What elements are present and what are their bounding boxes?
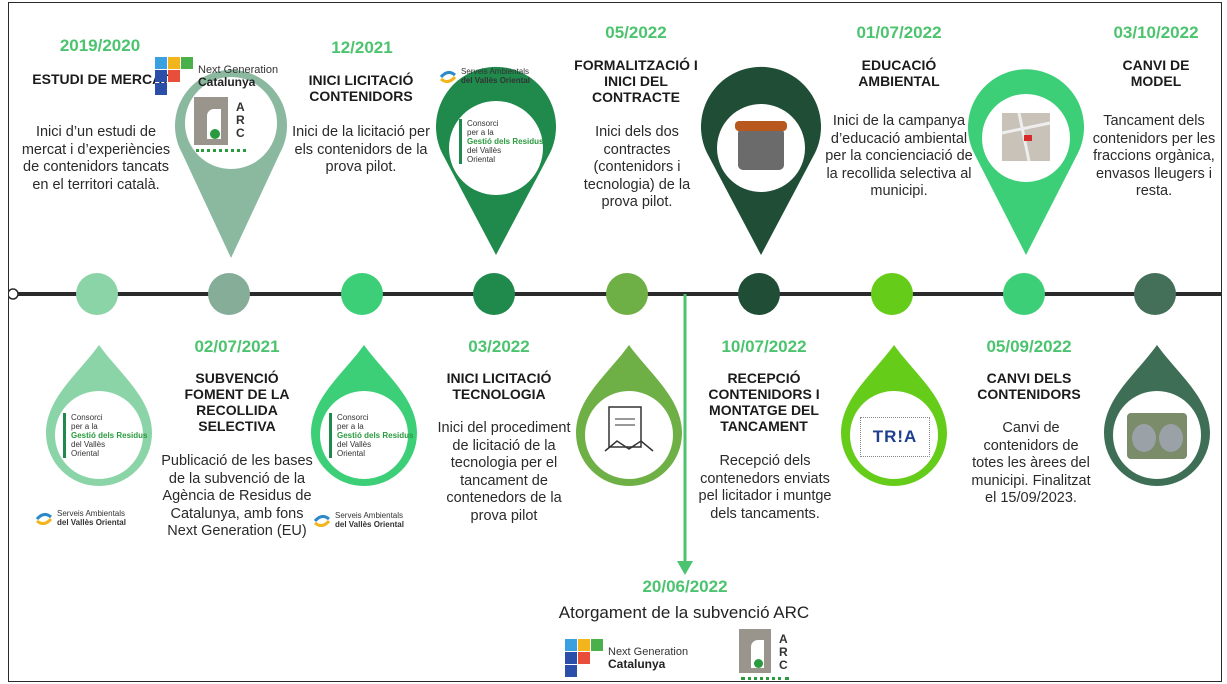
serveis-ambientals-icon bbox=[35, 512, 53, 525]
drop-tria bbox=[841, 345, 947, 486]
event-date: 01/07/2022 bbox=[856, 23, 942, 42]
timeline-dot-9 bbox=[1134, 273, 1176, 315]
logo-text: Serveis Ambientals bbox=[57, 509, 126, 518]
timeline-infographic: 2019/2020 ESTUDI DE MERCAT Inici d’un es… bbox=[8, 2, 1222, 682]
event-title: CANVI DE MODEL bbox=[1122, 57, 1190, 89]
logo-text: del Vallès bbox=[337, 440, 372, 449]
drop-consorci-1 bbox=[46, 345, 152, 486]
logo-text: per a la bbox=[337, 422, 364, 431]
pin-container-top bbox=[701, 66, 821, 255]
timeline-start-marker bbox=[9, 288, 19, 300]
serveis-ambientals-icon bbox=[439, 70, 457, 83]
logo-text: Serveis Ambientals bbox=[461, 67, 530, 76]
event-date: 05/09/2022 bbox=[986, 337, 1072, 356]
event-description: Tancament dels contenidors per les fracc… bbox=[1092, 113, 1216, 199]
timeline-dot-4 bbox=[473, 273, 515, 315]
event-date: 2019/2020 bbox=[59, 36, 141, 55]
logo-text: Next Generation bbox=[198, 63, 279, 76]
drop-consorci-2 bbox=[311, 345, 417, 486]
logo-text: Consorci bbox=[71, 413, 103, 422]
arc-logo: ARC bbox=[194, 97, 268, 153]
pin-consorci-top bbox=[436, 66, 556, 255]
timeline-dot-1 bbox=[76, 273, 118, 315]
logo-text: Consorci bbox=[467, 119, 499, 128]
event-date: 12/2021 bbox=[331, 38, 393, 57]
logo-text: del Vallès Oriental bbox=[461, 76, 530, 85]
logo-text: TR!A bbox=[872, 427, 918, 446]
tria-logo: TR!A bbox=[860, 417, 930, 457]
logo-text: Next Generation bbox=[608, 645, 689, 658]
event-title: SUBVENCIÓ FOMENT DE LA RECOLLIDA SELECTI… bbox=[184, 370, 290, 434]
timeline-dot-3 bbox=[341, 273, 383, 315]
event-title: FORMALITZACIÓ I INICI DEL CONTRACTE bbox=[574, 57, 698, 105]
timeline-graphics bbox=[9, 66, 1221, 575]
event-description: Publicació de les bases de la subvenció … bbox=[161, 453, 313, 539]
logo-text: ARC bbox=[236, 100, 245, 140]
event-date: 03/2022 bbox=[468, 337, 530, 356]
logo-text: Gestió dels Residus bbox=[71, 431, 148, 440]
logo-text: del Vallès bbox=[467, 146, 502, 155]
logo-text: per a la bbox=[71, 422, 98, 431]
logo-text: Gestió dels Residus bbox=[467, 137, 544, 146]
event-description: Inici d’un estudi de mercat i d’experièn… bbox=[21, 124, 171, 193]
logo-text: Gestió dels Residus bbox=[337, 431, 414, 440]
consorci-logo: Consorci per a la Gestió dels Residus de… bbox=[459, 119, 547, 164]
logo-text: del Vallès bbox=[71, 440, 106, 449]
logo-text: Oriental bbox=[337, 449, 366, 458]
logo-text: ARC bbox=[779, 632, 788, 672]
event-date: 05/2022 bbox=[605, 23, 667, 42]
event-title: CANVI DELS CONTENIDORS bbox=[977, 370, 1081, 402]
arc-logo: ARC bbox=[739, 629, 813, 681]
handshake-icon bbox=[604, 440, 654, 452]
event-title: ESTUDI DE MERCAT bbox=[32, 71, 170, 87]
event-description: Inici de la licitació per els contenidor… bbox=[292, 124, 430, 175]
timeline-dot-5 bbox=[606, 273, 648, 315]
timeline-dot-7 bbox=[871, 273, 913, 315]
next-generation-icon bbox=[155, 57, 193, 95]
next-generation-icon bbox=[565, 639, 603, 677]
logo-text: Catalunya bbox=[608, 656, 666, 671]
consorci-logo: Consorci per a la Gestió dels Residus de… bbox=[329, 413, 417, 458]
logo-text: per a la bbox=[467, 128, 494, 137]
serveis-ambientals-icon bbox=[313, 514, 331, 527]
event-description: Inici de la campanya d’educació ambienta… bbox=[825, 113, 973, 199]
event-description: Inici dels dos contractes (contenidors i… bbox=[583, 124, 691, 210]
final-event-text: Atorgament de la subvenció ARC bbox=[558, 603, 810, 622]
arrow-head bbox=[677, 561, 693, 575]
logo-text: del Vallès Oriental bbox=[335, 520, 404, 529]
logo-text: Catalunya bbox=[198, 74, 256, 89]
event-title: INICI LICITACIÓ TECNOLOGIA bbox=[446, 370, 552, 402]
logo-text: Consorci bbox=[337, 413, 369, 422]
drop-containers-photo bbox=[1104, 345, 1210, 486]
logo-text: del Vallès Oriental bbox=[57, 518, 126, 527]
logo-text: Oriental bbox=[467, 155, 496, 164]
event-title: INICI LICITACIÓ CONTENIDORS bbox=[308, 72, 414, 104]
container-image bbox=[738, 128, 784, 170]
consorci-logo: Consorci per a la Gestió dels Residus de… bbox=[63, 413, 151, 458]
drop-contract bbox=[576, 345, 682, 486]
logo-text: Oriental bbox=[71, 449, 100, 458]
timeline-dot-6 bbox=[738, 273, 780, 315]
timeline-dot-2 bbox=[208, 273, 250, 315]
event-date: 03/10/2022 bbox=[1113, 23, 1199, 42]
final-event-date: 20/06/2022 bbox=[642, 577, 728, 596]
logo-text: Serveis Ambientals bbox=[335, 511, 404, 520]
event-title: RECEPCIÓ CONTENIDORS I MONTATGE DEL TANC… bbox=[708, 370, 820, 434]
event-date: 02/07/2021 bbox=[194, 337, 280, 356]
event-description: Inici del procediment de licitació de la… bbox=[437, 420, 571, 524]
pin-map-top bbox=[968, 69, 1084, 255]
timeline-dot-8 bbox=[1003, 273, 1045, 315]
event-description: Canvi de contenidors de totes les àrees … bbox=[971, 420, 1091, 506]
event-description: Recepció dels contenedors enviats pel li… bbox=[698, 453, 832, 522]
event-date: 10/07/2022 bbox=[721, 337, 807, 356]
event-title: EDUCACIÓ AMBIENTAL bbox=[858, 57, 940, 89]
